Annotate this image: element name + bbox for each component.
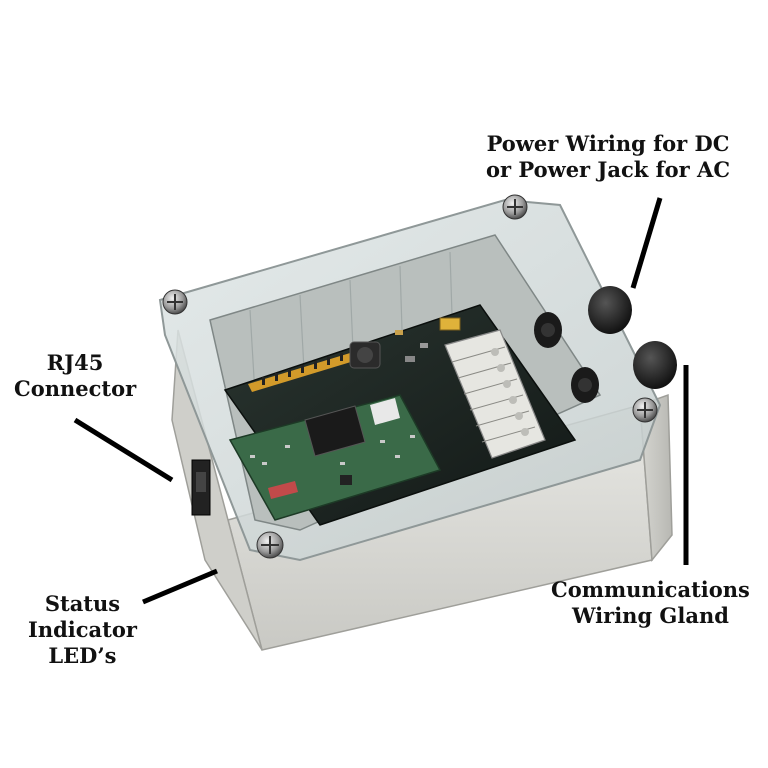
- communications-gland-label-line2: Wiring Gland: [571, 603, 729, 628]
- terminal-block: [444, 329, 546, 459]
- rj45-connector-label: RJ45 Connector: [14, 350, 136, 402]
- callout-line-power: [630, 197, 663, 289]
- power-wiring-label-line1: Power Wiring for DC: [486, 131, 730, 156]
- power-wiring-label: Power Wiring for DC or Power Jack for AC: [486, 131, 730, 183]
- status-led-label: Status Indicator LED’s: [28, 591, 137, 669]
- callout-line-rj45: [73, 417, 174, 483]
- status-led-label-line1: Status: [44, 591, 121, 616]
- communications-cable-gland: [571, 341, 677, 403]
- communications-gland-label-line1: Communications: [551, 577, 750, 602]
- rj45-connector-label-line1: RJ45: [46, 350, 104, 375]
- power-cable-gland: [534, 286, 632, 348]
- power-wiring-label-line2: or Power Jack for AC: [486, 157, 731, 182]
- rj45-port: [191, 459, 211, 516]
- status-led-label-line2: Indicator: [28, 617, 137, 642]
- callout-line-status: [142, 568, 218, 605]
- network-module: [228, 394, 442, 521]
- lid-screws: [162, 194, 658, 559]
- rj45-connector-label-line2: Connector: [14, 376, 137, 401]
- status-led-label-line3: LED’s: [48, 643, 117, 668]
- communications-gland-label: Communications Wiring Gland: [551, 577, 750, 629]
- callout-lines: [73, 197, 689, 605]
